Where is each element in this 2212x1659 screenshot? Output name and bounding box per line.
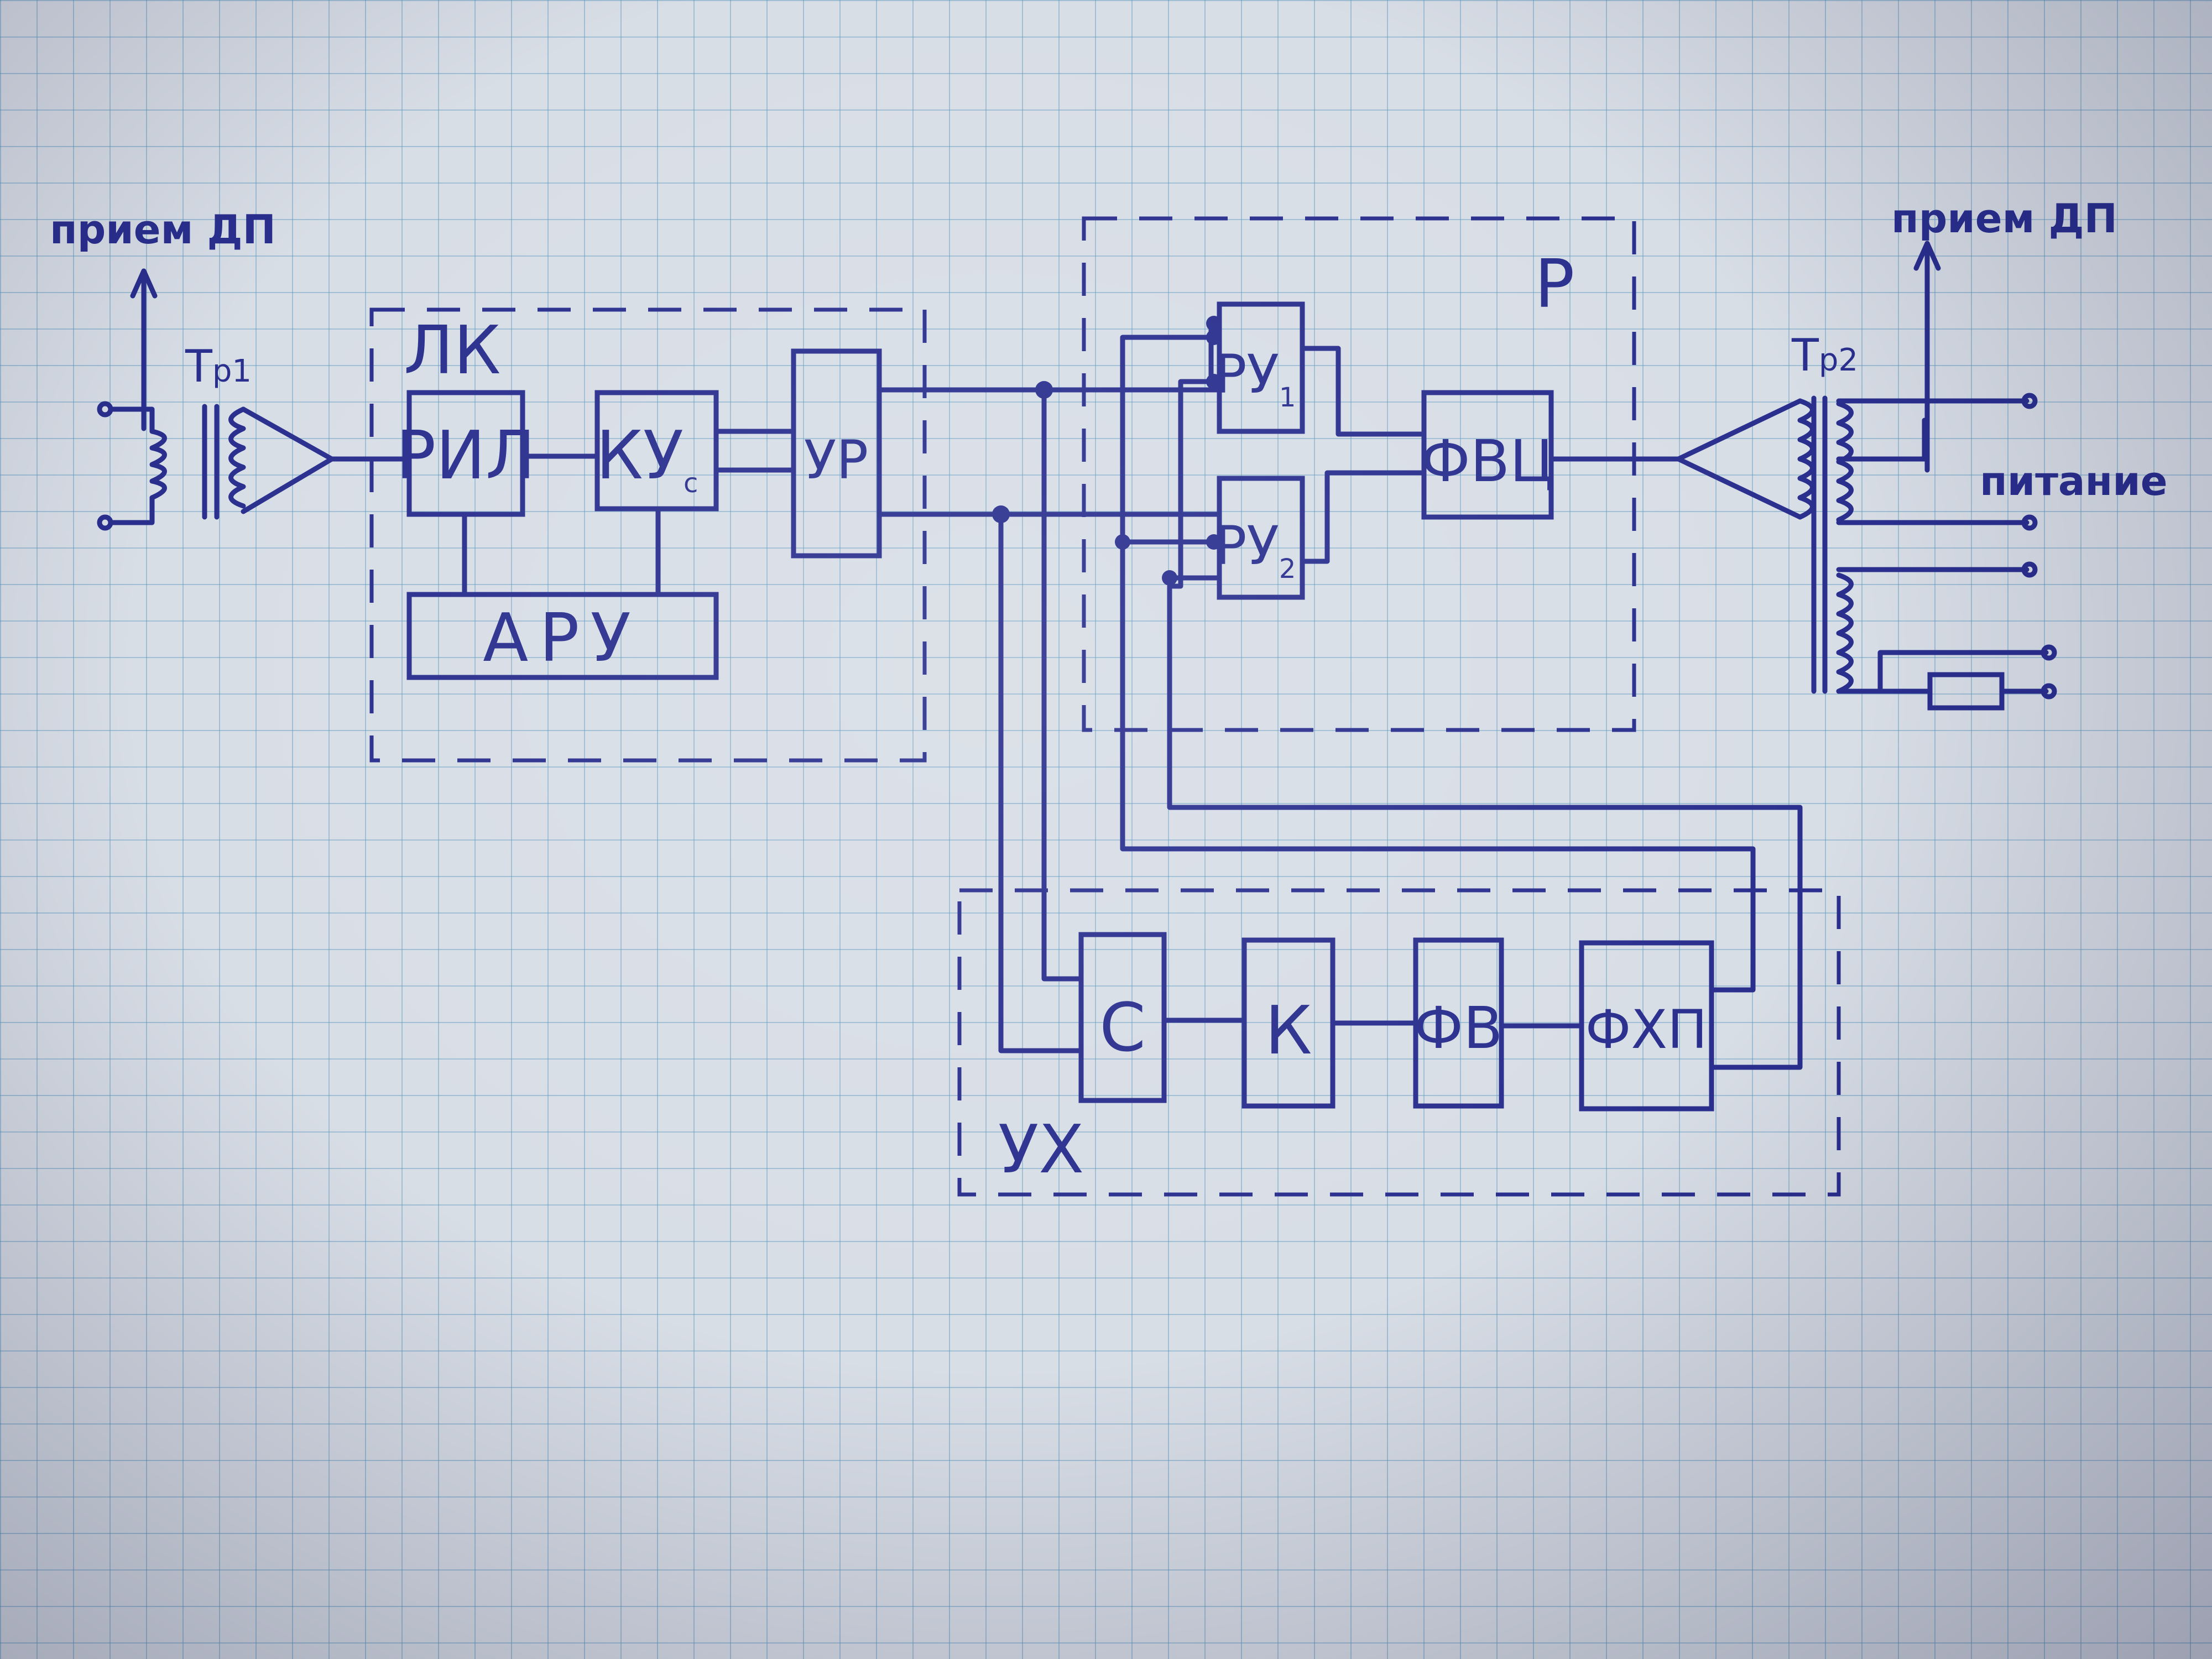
group-lk-label: ЛК bbox=[404, 312, 500, 389]
power-label: питание bbox=[1980, 458, 2168, 504]
ru-to-fvc-wiring bbox=[1300, 346, 1681, 564]
block-ru2-label: РУ2 bbox=[1215, 515, 1296, 585]
block-ru1-label: РУ1 bbox=[1215, 343, 1296, 413]
transformer-tr1 bbox=[97, 268, 335, 531]
block-ku-label: КУс bbox=[596, 418, 698, 499]
block-fv-label: ФВ bbox=[1414, 994, 1503, 1062]
block-fvc bbox=[1421, 390, 1554, 520]
group-r-label: Р bbox=[1535, 246, 1574, 323]
block-fhp-label: ФХП bbox=[1585, 999, 1708, 1061]
lk-wiring bbox=[329, 429, 796, 597]
block-k-label: К bbox=[1265, 993, 1312, 1070]
block-ur bbox=[791, 348, 882, 559]
tr1-label: Тр1 bbox=[185, 341, 252, 392]
feedback-wiring bbox=[1115, 316, 1803, 1070]
block-ur-label: УР bbox=[804, 429, 868, 491]
ur-to-r-wiring bbox=[877, 381, 1222, 523]
block-ril-label: РИЛ bbox=[396, 418, 535, 494]
block-c bbox=[1078, 932, 1167, 1103]
group-ux-frame bbox=[957, 888, 1841, 1197]
group-ux-label: УХ bbox=[998, 1112, 1084, 1188]
transformer-tr2 bbox=[1676, 241, 2057, 711]
receive-label-left: прием ДП bbox=[50, 206, 276, 253]
block-ru1 bbox=[1217, 301, 1305, 434]
block-aru-label: АРУ bbox=[483, 600, 642, 677]
group-lk-frame bbox=[369, 307, 927, 763]
block-aru bbox=[406, 592, 719, 680]
block-fvc-label: ФВЦ bbox=[1421, 427, 1554, 495]
receive-label-right: прием ДП bbox=[1891, 195, 2117, 242]
group-r-frame bbox=[1082, 216, 1636, 732]
block-c-label: С bbox=[1099, 990, 1146, 1067]
tr2-label: Тр2 bbox=[1791, 330, 1858, 381]
ux-wiring bbox=[998, 387, 1756, 1053]
